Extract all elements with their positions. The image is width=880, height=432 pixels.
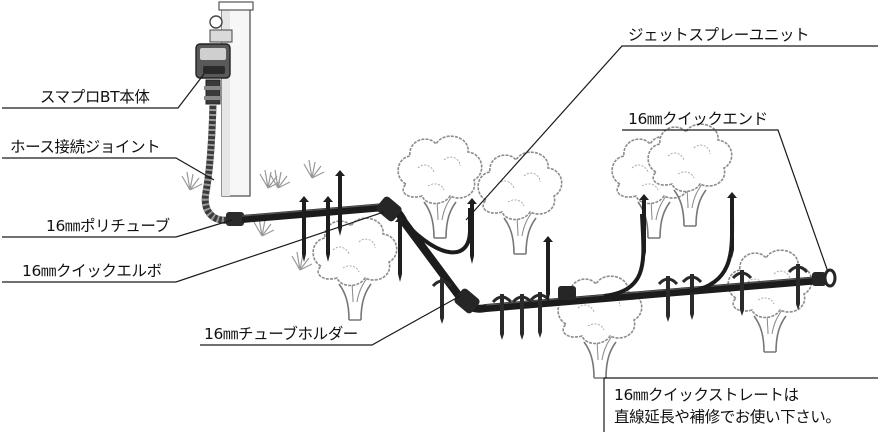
label-poly-tube: 16㎜ポリチューブ	[46, 217, 170, 235]
note-line-1: 16㎜クイックストレートは	[614, 386, 799, 404]
note-line-2: 直線延長や補修でお使い下さい。	[614, 408, 841, 426]
label-quick-end: 16㎜クイックエンド	[628, 110, 768, 128]
quick-straight	[558, 286, 576, 300]
quick-elbow	[376, 196, 480, 314]
label-smapro-bt-unit: スマプロBT本体	[40, 88, 150, 106]
quick-end	[812, 268, 837, 288]
hose-joint	[226, 212, 244, 226]
label-jet-spray-unit: ジェットスプレーユニット	[628, 26, 810, 44]
leader-lines	[2, 45, 878, 432]
smapro-bt-unit	[195, 15, 233, 105]
shrubs	[312, 123, 813, 379]
garden-hose	[201, 103, 229, 224]
label-tube-holder: 16㎜チューブホルダー	[204, 325, 358, 343]
label-hose-joint: ホース接続ジョイント	[10, 138, 161, 156]
jet-spray-units	[402, 192, 737, 298]
label-quick-elbow: 16㎜クイックエルボ	[22, 262, 162, 280]
quick-straight-note: 16㎜クイックストレートは 直線延長や補修でお使い下さい。	[614, 384, 841, 428]
